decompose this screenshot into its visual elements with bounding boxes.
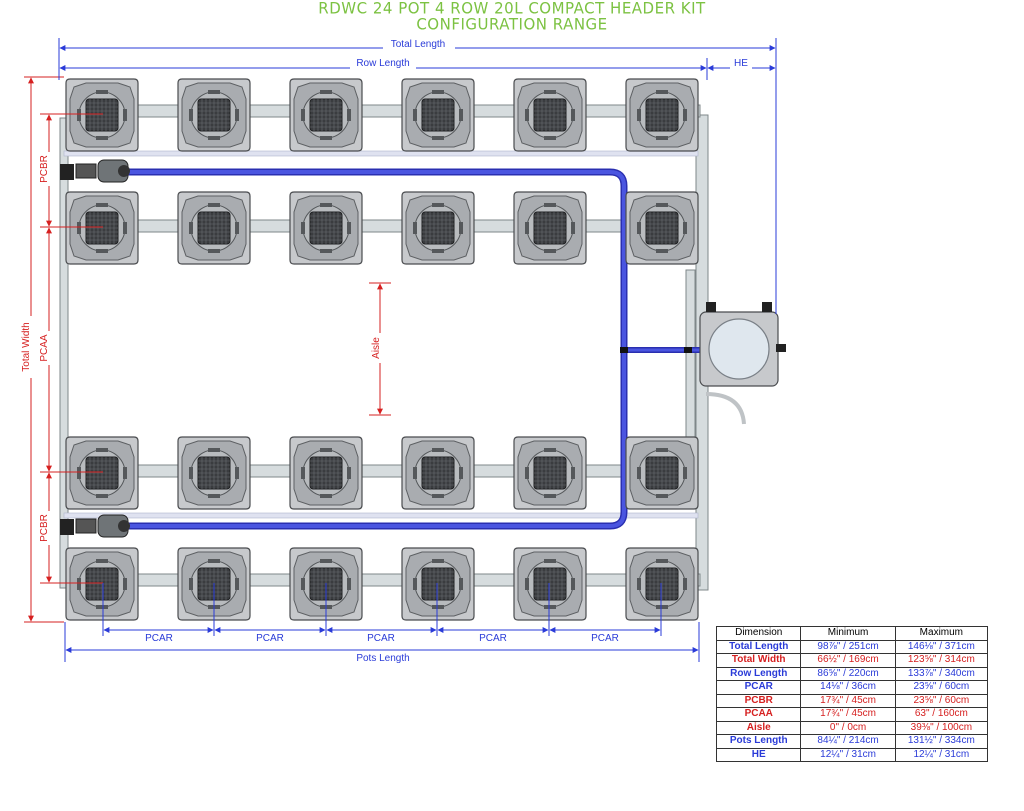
pcar-dimensions: PCAR PCAR PCAR PCAR PCAR: [103, 627, 661, 644]
pot: [65, 436, 139, 510]
maximum-value: 133⅞" / 340cm: [894, 666, 989, 681]
pot: [177, 191, 251, 265]
pot: [177, 436, 251, 510]
pot: [513, 547, 587, 621]
table-row: Total Width 66½" / 169cm 123⅝" / 314cm: [715, 653, 989, 668]
maximum-value: 23⅝" / 60cm: [894, 693, 989, 708]
maximum-value: 131½" / 334cm: [894, 734, 989, 749]
return-pipe-vertical-2: [685, 269, 696, 441]
minimum-value: 14⅛" / 36cm: [800, 680, 896, 695]
total-length-dimension: Total Length: [58, 37, 777, 314]
title-line-1: RDWC 24 POT 4 ROW 20L COMPACT HEADER KIT: [318, 0, 706, 18]
pcbr-bottom-dimension: PCBR: [37, 472, 52, 583]
total-width-label: Total Width: [21, 322, 32, 371]
pcar-markers: [102, 583, 662, 636]
dimension-name: PCBR: [715, 693, 802, 708]
pot: [513, 191, 587, 265]
pot: [401, 191, 475, 265]
pot-center-markers: [24, 76, 103, 623]
minimum-value: 66½" / 169cm: [800, 653, 896, 668]
table-row: Row Length 86⅝" / 220cm 133⅞" / 340cm: [715, 666, 989, 681]
pot: [401, 78, 475, 152]
row-length-label: Row Length: [356, 58, 409, 69]
aisle-label: Aisle: [371, 337, 382, 359]
dimension-name: Total Width: [715, 653, 802, 668]
pcbr-bottom-label: PCBR: [39, 514, 50, 542]
dimension-name: Row Length: [715, 666, 802, 681]
table-row: HE 12¼" / 31cm 12¼" / 31cm: [715, 747, 989, 762]
minimum-value: 84¼" / 214cm: [800, 734, 896, 749]
table-row: PCBR 17¾" / 45cm 23⅝" / 60cm: [715, 693, 989, 708]
pcaa-dimension: PCAA: [37, 227, 52, 472]
pot: [65, 78, 139, 152]
controller-bucket: [699, 302, 786, 425]
dimension-name: Total Length: [715, 639, 802, 654]
table-header: Dimension: [715, 626, 802, 641]
maximum-value: 63" / 160cm: [894, 707, 989, 722]
maximum-value: 146⅛" / 371cm: [894, 639, 989, 654]
minimum-value: 98⅞" / 251cm: [800, 639, 896, 654]
total-length-label: Total Length: [391, 39, 446, 50]
minimum-value: 12¼" / 31cm: [800, 747, 896, 762]
pcar-label-1: PCAR: [145, 633, 173, 644]
pot: [177, 78, 251, 152]
maximum-value: 23⅝" / 60cm: [894, 680, 989, 695]
maximum-value: 12¼" / 31cm: [894, 747, 989, 762]
table-header: Minimum: [800, 626, 896, 641]
pot: [625, 547, 699, 621]
row-length-dimension: Row Length HE: [59, 57, 776, 80]
pots-length-dimension: Pots Length: [64, 622, 700, 664]
pcar-label-3: PCAR: [367, 633, 395, 644]
pot: [401, 436, 475, 510]
pot: [625, 191, 699, 265]
dimension-name: PCAA: [715, 707, 802, 722]
pot: [65, 191, 139, 265]
table-row: PCAA 17¾" / 45cm 63" / 160cm: [715, 707, 989, 722]
pump-bottom: [60, 514, 130, 538]
table-header-row: Dimension Minimum Maximum: [715, 626, 989, 641]
dimension-name: Pots Length: [715, 734, 802, 749]
pcbr-top-dimension: PCBR: [37, 114, 52, 227]
left-pipe-vertical: [59, 117, 69, 589]
maximum-value: 39⅜" / 100cm: [894, 720, 989, 735]
total-width-dimension: Total Width: [18, 77, 34, 622]
pot: [401, 547, 475, 621]
table-row: Aisle 0" / 0cm 39⅜" / 100cm: [715, 720, 989, 735]
table-row: Total Length 98⅞" / 251cm 146⅛" / 371cm: [715, 639, 989, 654]
pot: [289, 436, 363, 510]
pot: [513, 436, 587, 510]
pump-top: [60, 159, 130, 183]
configuration-table: Dimension Minimum Maximum Total Length 9…: [715, 626, 989, 762]
pcar-label-2: PCAR: [256, 633, 284, 644]
pcar-label-4: PCAR: [479, 633, 507, 644]
dimension-name: Aisle: [715, 720, 802, 735]
pcar-label-5: PCAR: [591, 633, 619, 644]
pcbr-top-label: PCBR: [39, 155, 50, 183]
pcaa-label: PCAA: [39, 334, 50, 362]
minimum-value: 17¾" / 45cm: [800, 707, 896, 722]
pot: [289, 191, 363, 265]
pots-length-label: Pots Length: [356, 653, 409, 664]
minimum-value: 86⅝" / 220cm: [800, 666, 896, 681]
aisle-dimension: Aisle: [369, 282, 391, 416]
pot: [289, 78, 363, 152]
pot: [513, 78, 587, 152]
dimension-name: HE: [715, 747, 802, 762]
dimension-name: PCAR: [715, 680, 802, 695]
pot: [625, 78, 699, 152]
table-row: Pots Length 84¼" / 214cm 131½" / 334cm: [715, 734, 989, 749]
pot: [65, 547, 139, 621]
minimum-value: 17¾" / 45cm: [800, 693, 896, 708]
diagram-title: RDWC 24 POT 4 ROW 20L COMPACT HEADER KIT…: [0, 0, 1024, 32]
table-header: Maximum: [894, 626, 989, 641]
title-line-2: CONFIGURATION RANGE: [416, 14, 608, 34]
minimum-value: 0" / 0cm: [800, 720, 896, 735]
pot: [625, 436, 699, 510]
table-row: PCAR 14⅛" / 36cm 23⅝" / 60cm: [715, 680, 989, 695]
maximum-value: 123⅝" / 314cm: [894, 653, 989, 668]
he-label: HE: [734, 58, 748, 69]
